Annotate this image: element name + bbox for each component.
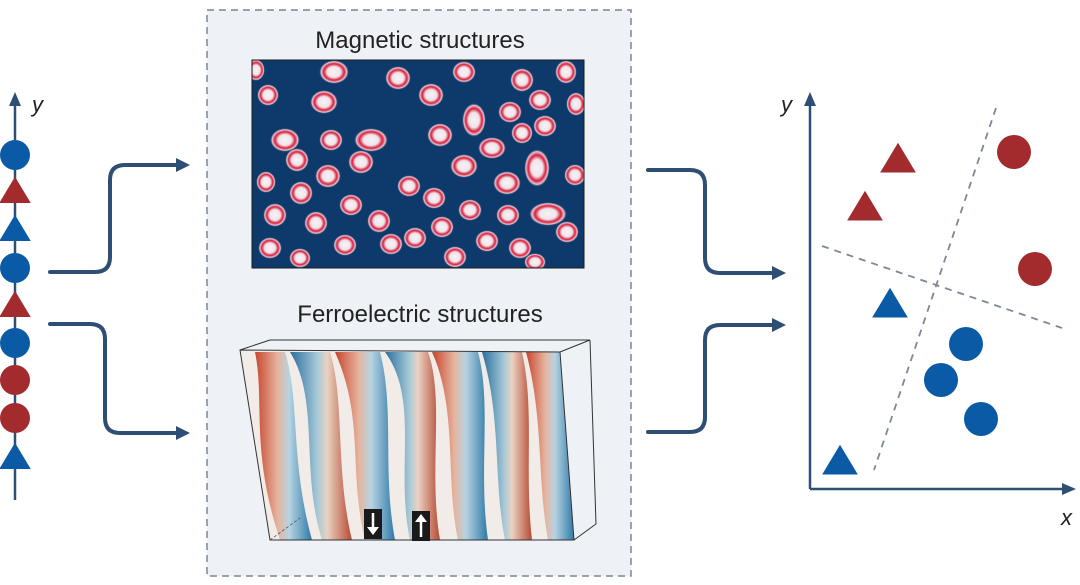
skyrmion-bubble	[555, 60, 577, 84]
skyrmion-bubble	[450, 154, 478, 178]
skyrmion-bubble	[511, 122, 533, 144]
magnetic-structures-image	[251, 59, 585, 269]
connector-arrows	[48, 158, 786, 440]
classification-scatter: y x	[779, 92, 1076, 530]
skyrmion-bubble	[475, 230, 499, 252]
skyrmion-bubble	[256, 171, 276, 193]
skyrmion-bubble	[397, 175, 421, 197]
axis-arrowhead-icon	[1062, 483, 1076, 495]
skyrmion-bubble	[310, 90, 338, 114]
skyrmion-bubble	[263, 203, 287, 227]
arrow-head-icon	[772, 266, 786, 280]
skyrmion-bubble	[403, 227, 427, 249]
skyrmion-bubble	[422, 187, 446, 209]
polarization-up-icon	[412, 511, 430, 541]
left-sequence-axis: y	[0, 92, 45, 500]
skyrmion-bubble	[252, 60, 265, 81]
skyrmion-bubble	[385, 66, 411, 90]
red-triangle-marker	[880, 142, 916, 173]
blue-triangle-marker	[0, 214, 31, 242]
arrow-head-icon	[176, 158, 190, 172]
skyrmion-bubble	[528, 89, 552, 111]
skyrmion-bubble	[333, 234, 357, 256]
skyrmion-bubble	[510, 68, 534, 92]
skyrmion-bubble	[304, 211, 328, 235]
arrow-to-magnetic	[48, 163, 182, 274]
skyrmion-bubble	[315, 164, 341, 188]
red-circle-marker	[1018, 252, 1052, 286]
ferroelectric-title: Ferroelectric structures	[297, 301, 542, 328]
scatter-y-label: y	[779, 92, 794, 117]
left-sequence-markers	[0, 140, 31, 470]
skyrmion-bubble	[427, 123, 453, 147]
skyrmion-bubble	[319, 60, 349, 84]
red-circle-marker	[0, 365, 30, 395]
skyrmion-bubble	[493, 171, 521, 195]
blue-circle-marker	[0, 140, 30, 170]
skyrmion-bubble	[270, 128, 300, 152]
skyrmion-bubble	[462, 103, 486, 137]
structures-panel: Magnetic structures Ferroelectric struct…	[206, 9, 632, 577]
arrow-to-ferroelectric	[48, 322, 182, 435]
skyrmion-bubbles	[252, 60, 584, 268]
skyrmion-bubble	[367, 209, 391, 233]
skyrmion-bubble	[289, 248, 311, 268]
red-circle-marker	[997, 135, 1031, 169]
red-triangle-marker	[0, 290, 31, 318]
skyrmion-bubble	[289, 181, 313, 205]
skyrmion-bubble	[418, 83, 444, 107]
red-triangle-marker	[0, 176, 31, 204]
skyrmion-bubble	[257, 84, 279, 106]
skyrmion-bubble	[478, 137, 506, 159]
arrow-from-ferroelectric	[646, 323, 777, 434]
skyrmion-bubble	[379, 233, 403, 255]
skyrmion-bubble	[458, 199, 482, 221]
skyrmion-bubble	[533, 115, 557, 137]
skyrmion-bubble	[555, 221, 579, 243]
blue-triangle-marker	[872, 287, 908, 318]
arrow-head-icon	[176, 426, 190, 440]
blue-circle-marker	[949, 327, 983, 361]
skyrmion-bubble	[508, 237, 532, 259]
skyrmion-bubble	[339, 194, 363, 216]
axis-arrowhead-icon	[804, 92, 816, 106]
polarization-down-icon	[364, 509, 382, 539]
axis-arrowhead-icon	[9, 92, 21, 106]
skyrmion-bubble	[443, 246, 467, 268]
blue-circle-marker	[964, 402, 998, 436]
skyrmion-bubble	[319, 129, 343, 151]
arrow-from-magnetic	[646, 168, 777, 275]
red-circle-marker	[0, 403, 30, 433]
blue-circle-marker	[924, 363, 958, 397]
decision-boundary-2	[821, 245, 1063, 329]
arrow-head-icon	[772, 318, 786, 332]
decision-boundary-1	[873, 107, 997, 471]
ferroelectric-structures-image	[239, 339, 597, 541]
skyrmion-bubble	[258, 237, 282, 259]
skyrmion-bubble	[564, 164, 584, 186]
red-triangle-marker	[847, 190, 883, 221]
skyrmion-bubble	[452, 61, 476, 83]
skyrmion-bubble	[498, 101, 522, 123]
skyrmion-bubble	[496, 204, 520, 226]
skyrmion-bubble	[348, 150, 374, 174]
skyrmion-bubble	[566, 92, 584, 116]
skyrmion-bubble	[524, 149, 550, 187]
scatter-markers	[822, 135, 1052, 475]
blue-circle-marker	[0, 328, 30, 358]
magnetic-title: Magnetic structures	[315, 27, 524, 54]
left-axis-label: y	[30, 92, 45, 117]
skyrmion-bubble	[430, 216, 454, 238]
skyrmion-bubble	[285, 148, 309, 172]
skyrmion-bubble	[529, 202, 567, 226]
skyrmion-bubble	[524, 253, 546, 268]
scatter-x-label: x	[1060, 505, 1073, 530]
skyrmion-bubble	[354, 128, 388, 152]
blue-triangle-marker	[0, 442, 31, 470]
blue-triangle-marker	[822, 444, 858, 475]
blue-circle-marker	[0, 253, 30, 283]
